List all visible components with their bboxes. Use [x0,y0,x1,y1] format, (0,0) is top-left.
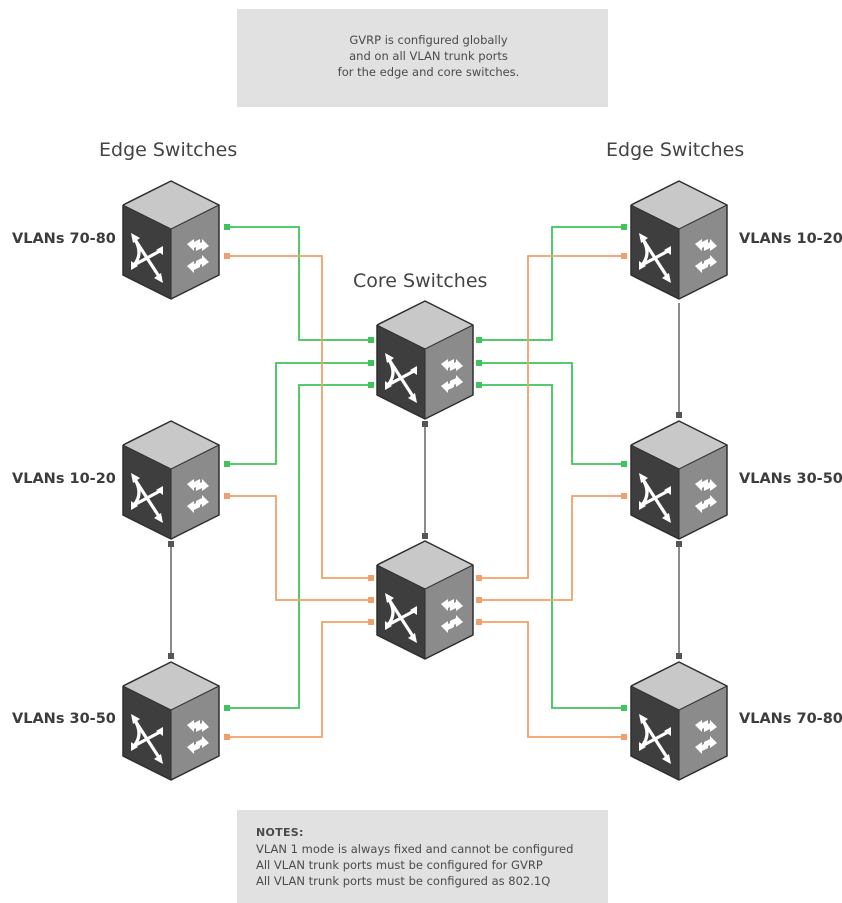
gvrp-note-box: GVRP is configured globally and on all V… [237,9,608,107]
vlan-label-right-bot: VLANs 70-80 [739,711,842,727]
gvrp-note-text: GVRP is configured globally and on all V… [237,32,608,80]
vlan-label-left-mid: VLANs 10-20 [12,471,116,487]
stack-links [170,303,680,657]
vlan-label-right-top: VLANs 10-20 [739,231,842,247]
notes-line-1: VLAN 1 mode is always fixed and cannot b… [256,842,574,856]
gvrp-note-line-1: GVRP is configured globally [349,33,508,47]
notes-box: NOTES: VLAN 1 mode is always fixed and c… [237,810,608,903]
switch-icon-edge-left-mid [121,419,221,541]
heading-core-switches: Core Switches [353,270,488,292]
switch-icon-edge-left-bot [121,660,221,782]
vlan-label-left-bot: VLANs 30-50 [12,711,116,727]
switch-icon-edge-left-top [121,179,221,301]
notes-line-3: All VLAN trunk ports must be configured … [256,874,551,888]
vlan-label-right-mid: VLANs 30-50 [739,471,842,487]
gvrp-note-line-3: for the edge and core switches. [337,65,520,79]
heading-right-edge-switches: Edge Switches [606,139,745,161]
notes-text: NOTES: VLAN 1 mode is always fixed and c… [256,825,573,889]
gvrp-note-line-2: and on all VLAN trunk ports [349,49,508,63]
vlan-label-left-top: VLANs 70-80 [12,231,116,247]
switch-icon-edge-right-top [629,179,729,301]
notes-line-2: All VLAN trunk ports must be configured … [256,858,543,872]
switch-icon-edge-right-mid [629,419,729,541]
switch-icon-core-bottom [375,539,475,661]
orange-trunk-links [227,255,627,738]
green-trunk-links [227,226,627,709]
notes-title: NOTES: [256,826,304,839]
switch-icon-edge-right-bot [629,660,729,782]
heading-left-edge-switches: Edge Switches [99,139,238,161]
switch-icon-core-top [375,299,475,421]
